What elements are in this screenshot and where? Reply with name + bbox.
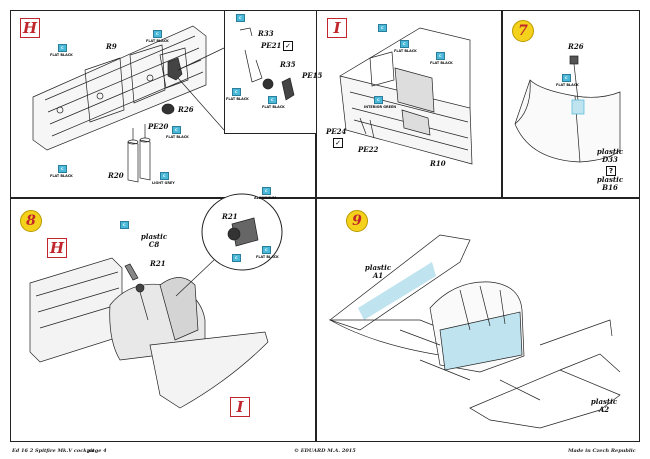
- label-plastic-a1: plastic A1: [364, 263, 392, 280]
- paint-badge: C: [153, 30, 162, 38]
- step-9-badge: 9: [346, 210, 368, 232]
- paint-badge: C: [262, 187, 271, 195]
- paint-caption: FLAT BLACK: [166, 135, 189, 139]
- footer-copyright: © EDUARD M.A. 2015: [294, 448, 356, 454]
- paint-badge: C: [232, 88, 241, 96]
- label-r35: R35: [280, 60, 296, 69]
- paint-caption: ALUMINIUM: [254, 196, 277, 200]
- label-plastic-c8: plastic C8: [140, 232, 168, 249]
- paint-caption: INTERIOR GREEN: [364, 105, 397, 109]
- paint-badge: C: [262, 246, 271, 254]
- paint-badge: C: [378, 24, 387, 32]
- label-plastic-b16: plastic B16: [596, 175, 624, 192]
- paint-badge: C: [436, 52, 445, 60]
- paint-badge: C: [58, 44, 67, 52]
- label-pe15: PE15: [302, 71, 323, 80]
- paint-caption: FLAT BLACK: [556, 83, 579, 87]
- step-8-badge: 8: [20, 210, 42, 232]
- label-r33: R33: [258, 29, 274, 38]
- label-r9: R9: [106, 42, 117, 51]
- label-r26-7: R26: [568, 42, 584, 51]
- footer-origin: Made in Czech Republic: [568, 448, 636, 454]
- paint-badge: C: [120, 221, 129, 229]
- label-pe21: PE21: [261, 41, 282, 50]
- paint-badge: C: [58, 165, 67, 173]
- label-pe22: PE22: [358, 145, 379, 154]
- paint-caption: FLAT BLACK: [394, 49, 417, 53]
- label-r26-h: R26: [178, 105, 194, 114]
- label-plastic-a2: plastic A2: [590, 397, 618, 414]
- paint-badge: C: [268, 96, 277, 104]
- paint-caption: FLAT BLACK: [430, 61, 453, 65]
- footer-page: page 4: [88, 448, 107, 454]
- panel-8-i-tag: I: [230, 397, 250, 417]
- label-r21: R21: [150, 259, 166, 268]
- paint-caption: FLAT BLACK: [256, 255, 279, 259]
- paint-caption: FLAT BLACK: [262, 105, 285, 109]
- label-r21-zoom: R21: [222, 212, 238, 221]
- label-pe24: PE24: [326, 127, 347, 136]
- panel-8-h-tag: H: [47, 238, 67, 258]
- panel-i-tag: I: [327, 18, 347, 38]
- step-7-badge: 7: [512, 20, 534, 42]
- paint-caption: FLAT BLACK: [226, 97, 249, 101]
- label-r20: R20: [108, 171, 124, 180]
- check-pe24: ✓: [333, 138, 343, 148]
- paint-badge: C: [236, 14, 245, 22]
- paint-badge: C: [562, 74, 571, 82]
- panel-h-tag: H: [20, 18, 40, 38]
- paint-badge: C: [374, 96, 383, 104]
- footer-title: Ed 16 2 Spitfire Mk.V cockpit: [12, 448, 95, 454]
- check-d33: ?: [606, 166, 616, 176]
- paint-badge: C: [160, 172, 169, 180]
- check-pe21: ✓: [283, 41, 293, 51]
- paint-badge: C: [232, 254, 241, 262]
- paint-caption: FLAT BLACK: [146, 39, 169, 43]
- label-plastic-d33: plastic D33: [596, 147, 624, 164]
- paint-caption: FLAT BLACK: [50, 53, 73, 57]
- label-pe20: PE20: [148, 122, 169, 131]
- paint-badge: C: [400, 40, 409, 48]
- paint-badge: C: [172, 126, 181, 134]
- paint-caption: LIGHT GREY: [152, 181, 175, 185]
- label-r10: R10: [430, 159, 446, 168]
- paint-caption: FLAT BLACK: [50, 174, 73, 178]
